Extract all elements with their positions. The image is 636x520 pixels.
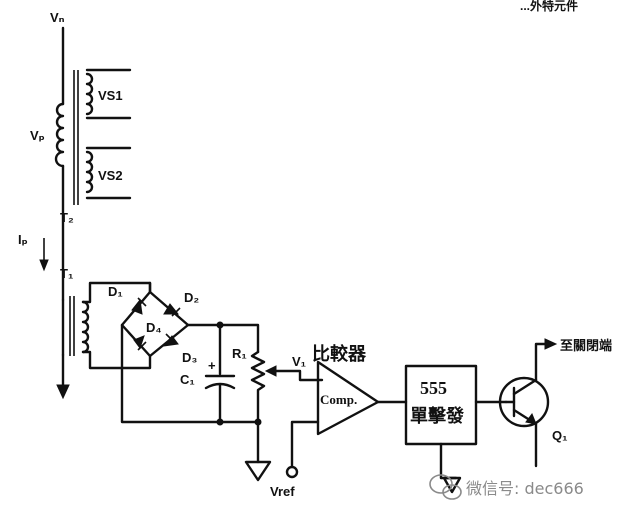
timer-555-label: 555 [420,378,447,398]
comp-label: Comp. [320,392,357,407]
comparator [316,360,380,436]
vs1-label: VS1 [98,88,123,103]
watermark: 微信号: dec666 [429,474,584,500]
vref-terminal [285,465,299,479]
dc-positive-bus [186,323,260,354]
vn-label: Vₙ [50,10,65,25]
q1-label: Q₁ [552,428,568,443]
comparator-title: 比較器 [312,343,367,364]
vref-label: Vref [270,484,295,499]
t1-secondary-coil [81,300,90,354]
t1-label: T₁ [60,266,73,281]
main-bus [56,26,70,400]
watermark-text: 微信号: dec666 [466,479,584,498]
capacitor-c1 [204,321,236,426]
secondary-vs1 [85,68,132,120]
d4-label: D₄ [146,320,162,335]
t2-label: T₂ [60,210,74,225]
ip-label: Iₚ [18,232,28,247]
header-text: ...外特元件 [520,0,578,13]
c1-plus: + [208,358,216,373]
d1-label: D₁ [108,284,123,299]
wechat-icon [429,474,462,500]
potentiometer-r1 [250,350,277,426]
d2-label: D₂ [184,290,199,305]
c1-label: C₁ [180,372,195,387]
timer-mode-label: 單擊發 [410,405,465,426]
r1-label: R₁ [232,346,247,361]
d3-label: D₃ [182,350,197,365]
vs2-label: VS2 [98,168,123,183]
bridge-rectifier [120,281,190,358]
t2-primary-coil [54,102,65,168]
dc-negative-bus [120,323,260,424]
ground-symbol-1 [244,420,272,482]
vref-wire [290,420,320,468]
to-gate-label: 至關閉端 [560,338,612,353]
secondary-vs2 [85,146,132,200]
v1-wire [274,369,324,382]
transistor-q1 [498,338,558,468]
v1-label: V₁ [292,354,306,369]
vp-label: Vₚ [30,128,45,143]
